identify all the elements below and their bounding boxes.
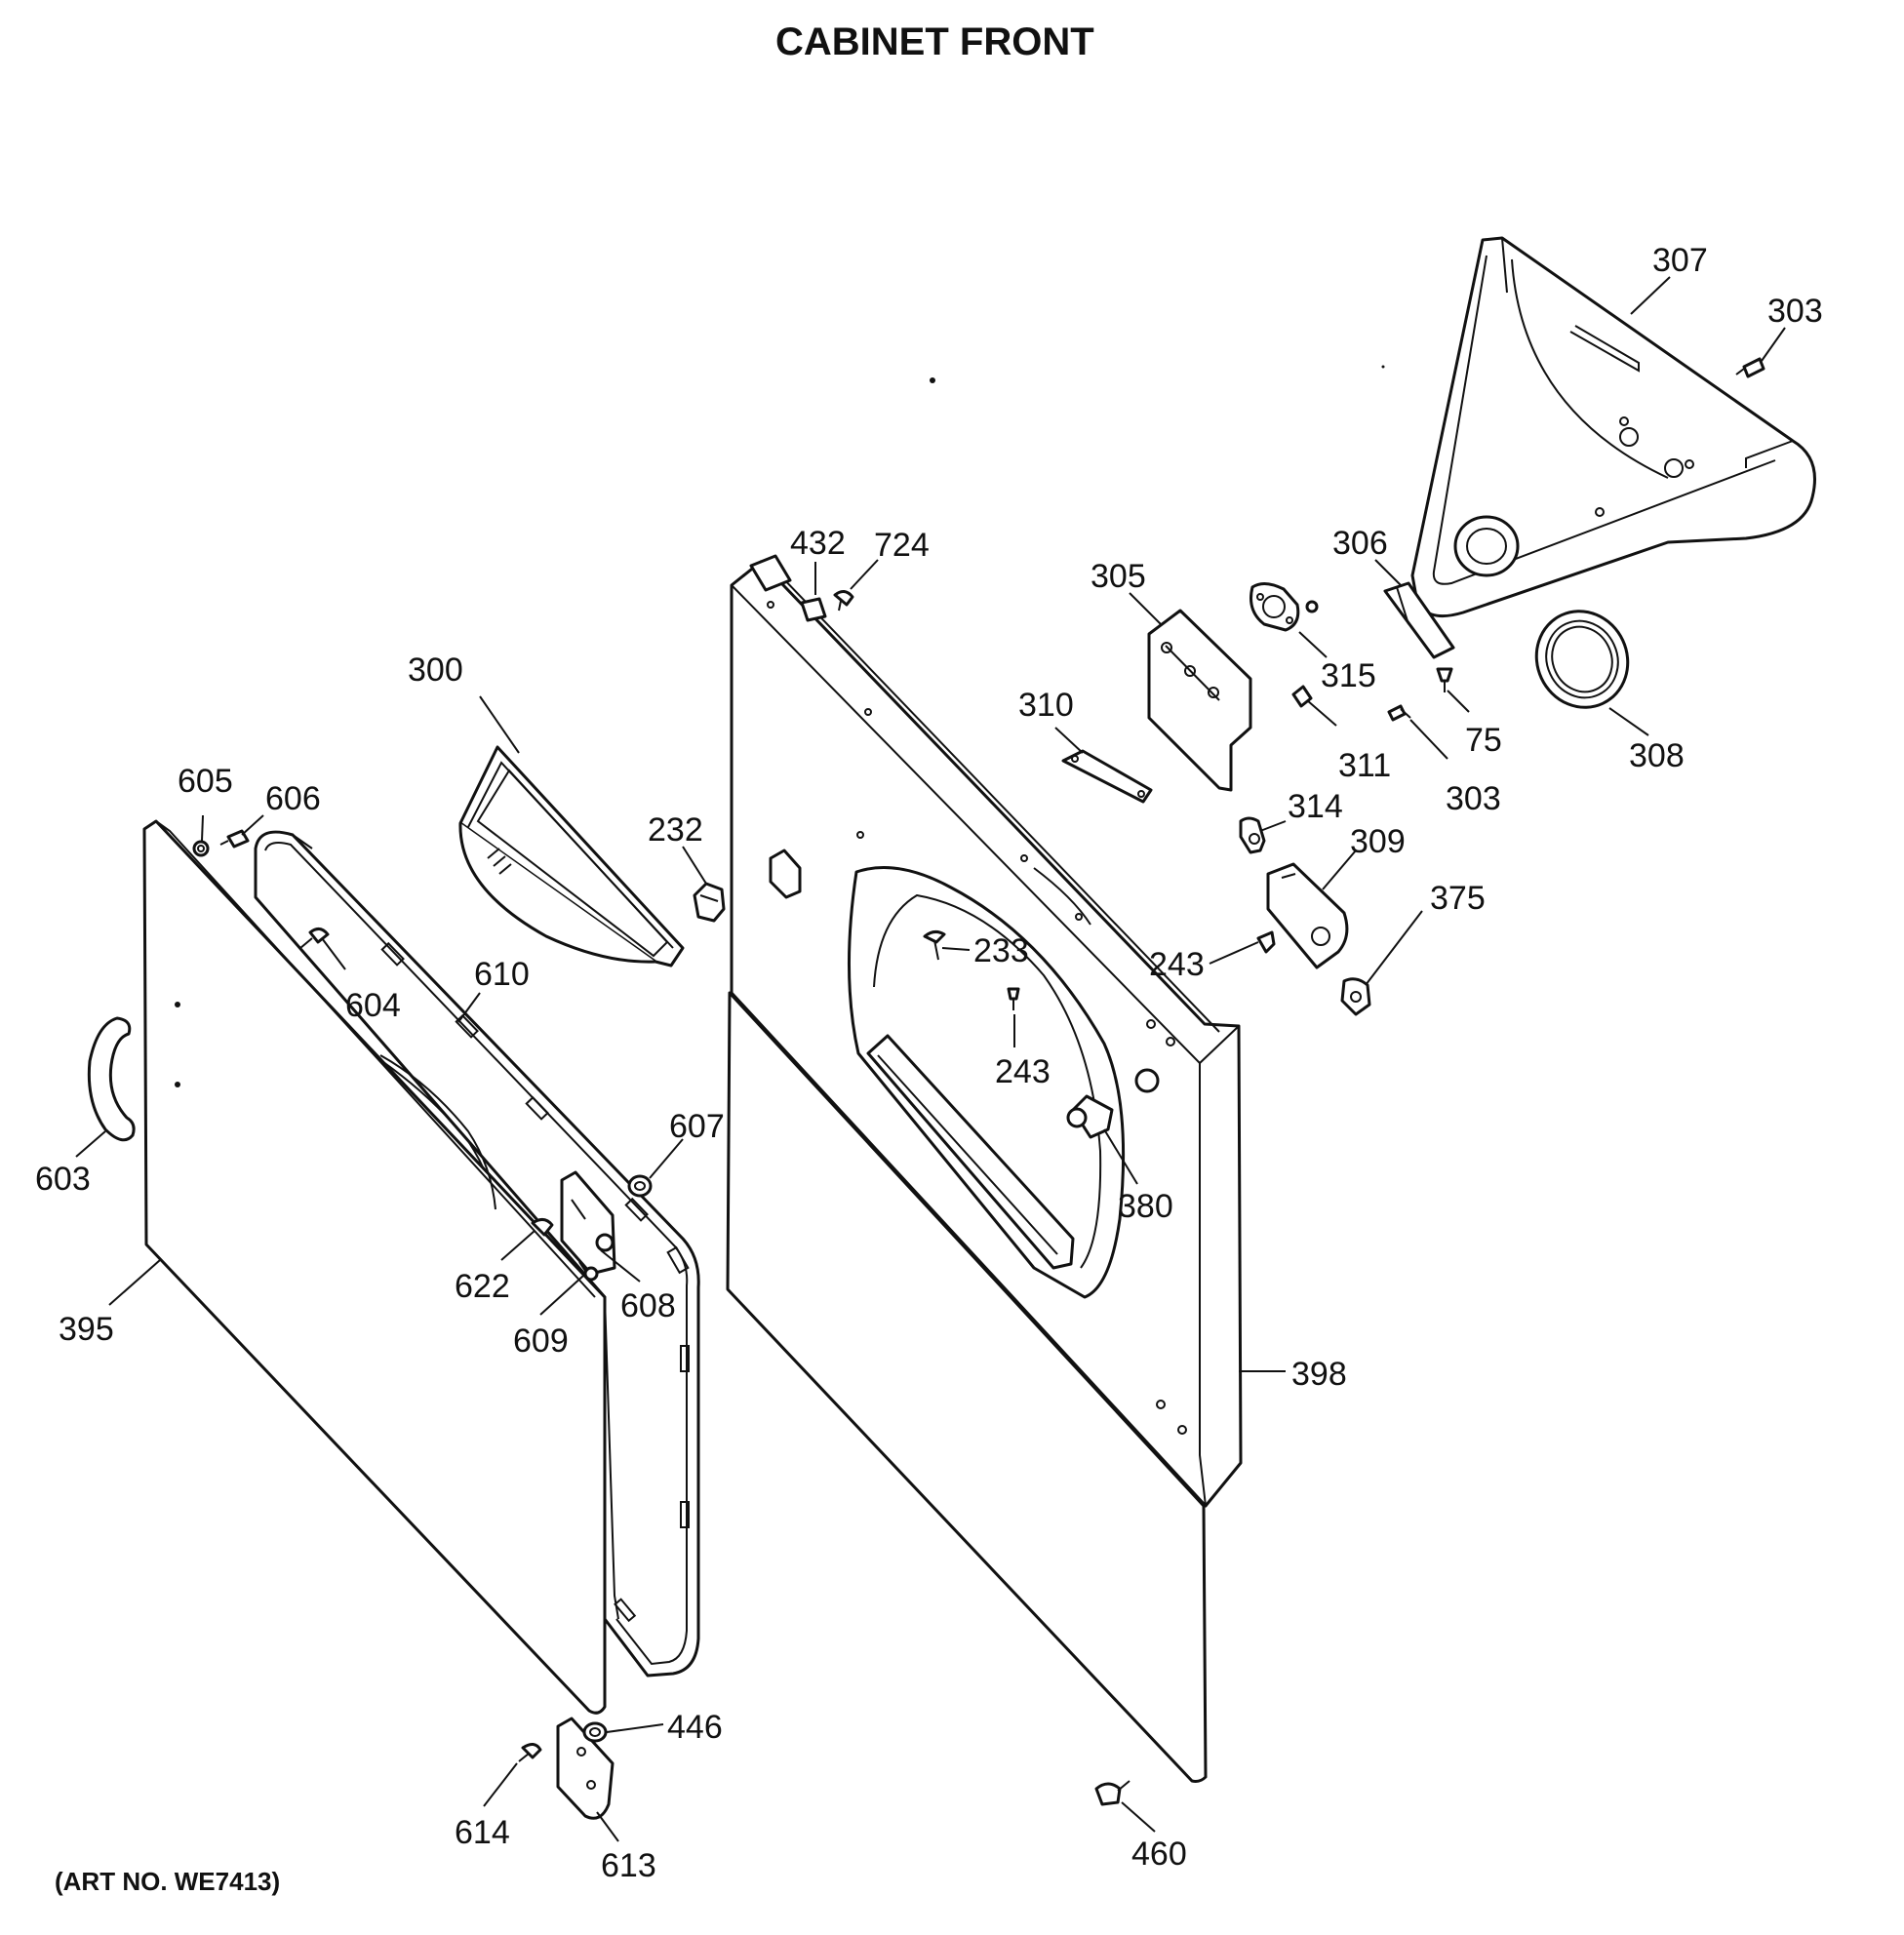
screw-303-upper bbox=[1735, 357, 1765, 378]
callout-311: 311 bbox=[1338, 747, 1391, 784]
callout-603: 603 bbox=[35, 1161, 91, 1198]
callout-613: 613 bbox=[601, 1847, 656, 1884]
callout-243: 243 bbox=[1149, 946, 1205, 983]
speck bbox=[930, 377, 935, 383]
screw-460 bbox=[1094, 1780, 1130, 1806]
leader-lines bbox=[75, 276, 1786, 1842]
callout-446: 446 bbox=[667, 1709, 723, 1746]
callout-604: 604 bbox=[345, 987, 401, 1024]
callout-607: 607 bbox=[669, 1108, 725, 1145]
callout-724: 724 bbox=[874, 527, 930, 564]
screw-243-right bbox=[1256, 930, 1276, 954]
callout-608: 608 bbox=[620, 1287, 676, 1324]
screw-614 bbox=[518, 1743, 542, 1762]
front-panel-398 bbox=[726, 554, 1243, 1783]
callout-610: 610 bbox=[474, 956, 530, 993]
screw-622 bbox=[531, 1218, 554, 1237]
art-number: (ART NO. WE7413) bbox=[55, 1867, 280, 1896]
hinge-608 bbox=[560, 1170, 616, 1276]
callout-303: 303 bbox=[1767, 293, 1823, 330]
callout-labels: 307 303 432 724 305 306 315 300 310 311 … bbox=[35, 242, 1823, 1884]
callout-303: 303 bbox=[1446, 780, 1501, 817]
duct-ring-308 bbox=[1534, 610, 1630, 709]
speck bbox=[1381, 365, 1385, 369]
door-panel-395 bbox=[142, 819, 649, 1715]
part-232 bbox=[693, 882, 726, 923]
clip-432 bbox=[800, 597, 827, 622]
callout-606: 606 bbox=[265, 780, 321, 817]
screw-75 bbox=[1436, 667, 1453, 692]
callout-307: 307 bbox=[1652, 242, 1708, 279]
callout-605: 605 bbox=[178, 763, 233, 800]
screw-233 bbox=[923, 929, 946, 961]
callout-308: 308 bbox=[1629, 737, 1685, 774]
part-605 bbox=[192, 840, 210, 857]
washer-607 bbox=[627, 1174, 653, 1198]
bracket-assembly-307 bbox=[1410, 236, 1816, 618]
thermostat-315 bbox=[1250, 582, 1319, 632]
diagram-title: CABINET FRONT bbox=[775, 20, 1094, 63]
callout-300: 300 bbox=[408, 652, 463, 689]
callout-460: 460 bbox=[1131, 1836, 1187, 1873]
part-311 bbox=[1291, 685, 1313, 708]
callout-306: 306 bbox=[1332, 525, 1388, 562]
callout-314: 314 bbox=[1288, 788, 1343, 825]
part-375 bbox=[1340, 977, 1371, 1016]
callout-233: 233 bbox=[973, 932, 1029, 969]
callout-375: 375 bbox=[1430, 880, 1486, 917]
washer-446 bbox=[582, 1721, 608, 1743]
switch-380 bbox=[1066, 1094, 1114, 1139]
callout-609: 609 bbox=[513, 1323, 569, 1360]
callout-622: 622 bbox=[455, 1268, 510, 1305]
lint-filter-300 bbox=[458, 745, 685, 968]
callout-395: 395 bbox=[59, 1311, 114, 1348]
door-handle-603 bbox=[87, 1016, 136, 1142]
callout-305: 305 bbox=[1091, 558, 1146, 595]
callout-243: 243 bbox=[995, 1053, 1051, 1090]
callout-315: 315 bbox=[1321, 657, 1376, 694]
screw-303-lower bbox=[1387, 704, 1411, 722]
screw-604 bbox=[299, 928, 330, 949]
screw-243-center bbox=[1007, 987, 1020, 1010]
cover-305 bbox=[1147, 609, 1252, 792]
callout-614: 614 bbox=[455, 1814, 510, 1851]
bracket-309 bbox=[1266, 862, 1349, 969]
callout-75: 75 bbox=[1465, 722, 1502, 759]
callout-398: 398 bbox=[1291, 1356, 1347, 1393]
callout-380: 380 bbox=[1118, 1188, 1173, 1225]
callout-232: 232 bbox=[648, 811, 703, 849]
callout-309: 309 bbox=[1350, 823, 1406, 860]
spring-609 bbox=[578, 1261, 599, 1282]
callout-310: 310 bbox=[1018, 687, 1074, 724]
strap-310 bbox=[1061, 749, 1153, 804]
switch-314 bbox=[1239, 816, 1266, 854]
callout-432: 432 bbox=[790, 525, 846, 562]
bracket-306 bbox=[1383, 581, 1455, 659]
screw-724 bbox=[833, 590, 854, 612]
